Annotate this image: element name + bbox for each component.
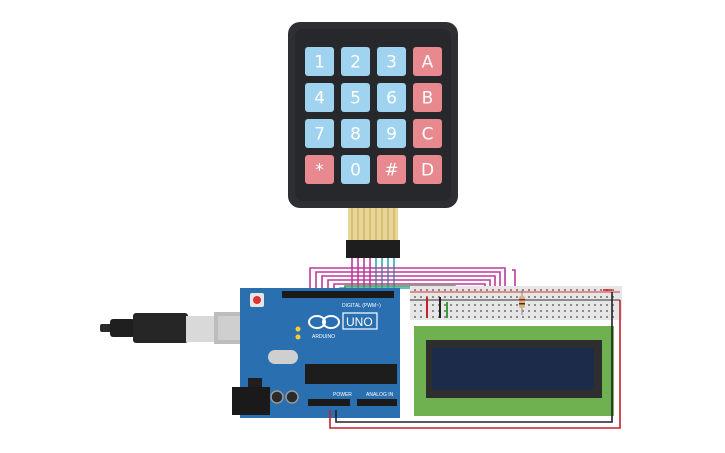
key-hash[interactable]: # <box>377 155 406 184</box>
arduino-uno-board[interactable]: DIGITAL (PWM~) ARDUINO UNO POWER ANALOG … <box>232 288 400 418</box>
key-c[interactable]: C <box>413 119 442 148</box>
key-5[interactable]: 5 <box>341 83 370 112</box>
usb-cable <box>100 312 264 344</box>
key-1[interactable]: 1 <box>305 47 334 76</box>
power-header <box>308 399 397 406</box>
key-label: 1 <box>314 53 325 73</box>
brand-label: ARDUINO <box>312 334 335 340</box>
arduino-logo: ARDUINO <box>308 315 340 340</box>
keypad-header-connector <box>346 240 400 258</box>
keypad-ribbon-cable <box>346 208 400 258</box>
key-label: 7 <box>314 125 325 145</box>
key-6[interactable]: 6 <box>377 83 406 112</box>
key-label: A <box>422 53 434 73</box>
lcd-screen <box>432 348 594 390</box>
key-2[interactable]: 2 <box>341 47 370 76</box>
key-label: 8 <box>350 125 361 145</box>
keypad-keys: 1 2 3 A 4 5 6 B 7 8 9 C * 0 # D <box>305 47 442 184</box>
key-label: B <box>422 89 434 109</box>
key-label: 5 <box>350 89 361 109</box>
key-7[interactable]: 7 <box>305 119 334 148</box>
key-label: 3 <box>386 53 397 73</box>
key-a[interactable]: A <box>413 47 442 76</box>
key-label: * <box>315 161 324 181</box>
digital-header <box>282 291 394 298</box>
digital-label: DIGITAL (PWM~) <box>342 303 381 309</box>
keypad[interactable]: 1 2 3 A 4 5 6 B 7 8 9 C * 0 # D <box>288 22 458 208</box>
key-label: 6 <box>386 89 397 109</box>
key-0[interactable]: 0 <box>341 155 370 184</box>
key-label: C <box>422 125 434 145</box>
key-label: # <box>384 161 398 181</box>
lcd-16x2[interactable] <box>414 326 614 416</box>
key-label: 4 <box>314 89 325 109</box>
key-star[interactable]: * <box>305 155 334 184</box>
resistor <box>519 290 525 315</box>
analog-label: ANALOG IN <box>366 392 394 398</box>
key-3[interactable]: 3 <box>377 47 406 76</box>
power-wires <box>329 289 621 429</box>
key-label: 0 <box>350 161 361 181</box>
key-label: D <box>421 161 434 181</box>
atmega-chip <box>305 364 397 384</box>
key-label: 2 <box>350 53 361 73</box>
breadboard-holes <box>414 289 614 318</box>
key-d[interactable]: D <box>413 155 442 184</box>
key-label: 9 <box>386 125 397 145</box>
key-b[interactable]: B <box>413 83 442 112</box>
power-label: POWER <box>333 392 352 398</box>
key-8[interactable]: 8 <box>341 119 370 148</box>
breadboard[interactable] <box>410 286 622 320</box>
model-label: UNO <box>346 315 373 329</box>
power-jack <box>232 387 270 415</box>
key-9[interactable]: 9 <box>377 119 406 148</box>
key-4[interactable]: 4 <box>305 83 334 112</box>
